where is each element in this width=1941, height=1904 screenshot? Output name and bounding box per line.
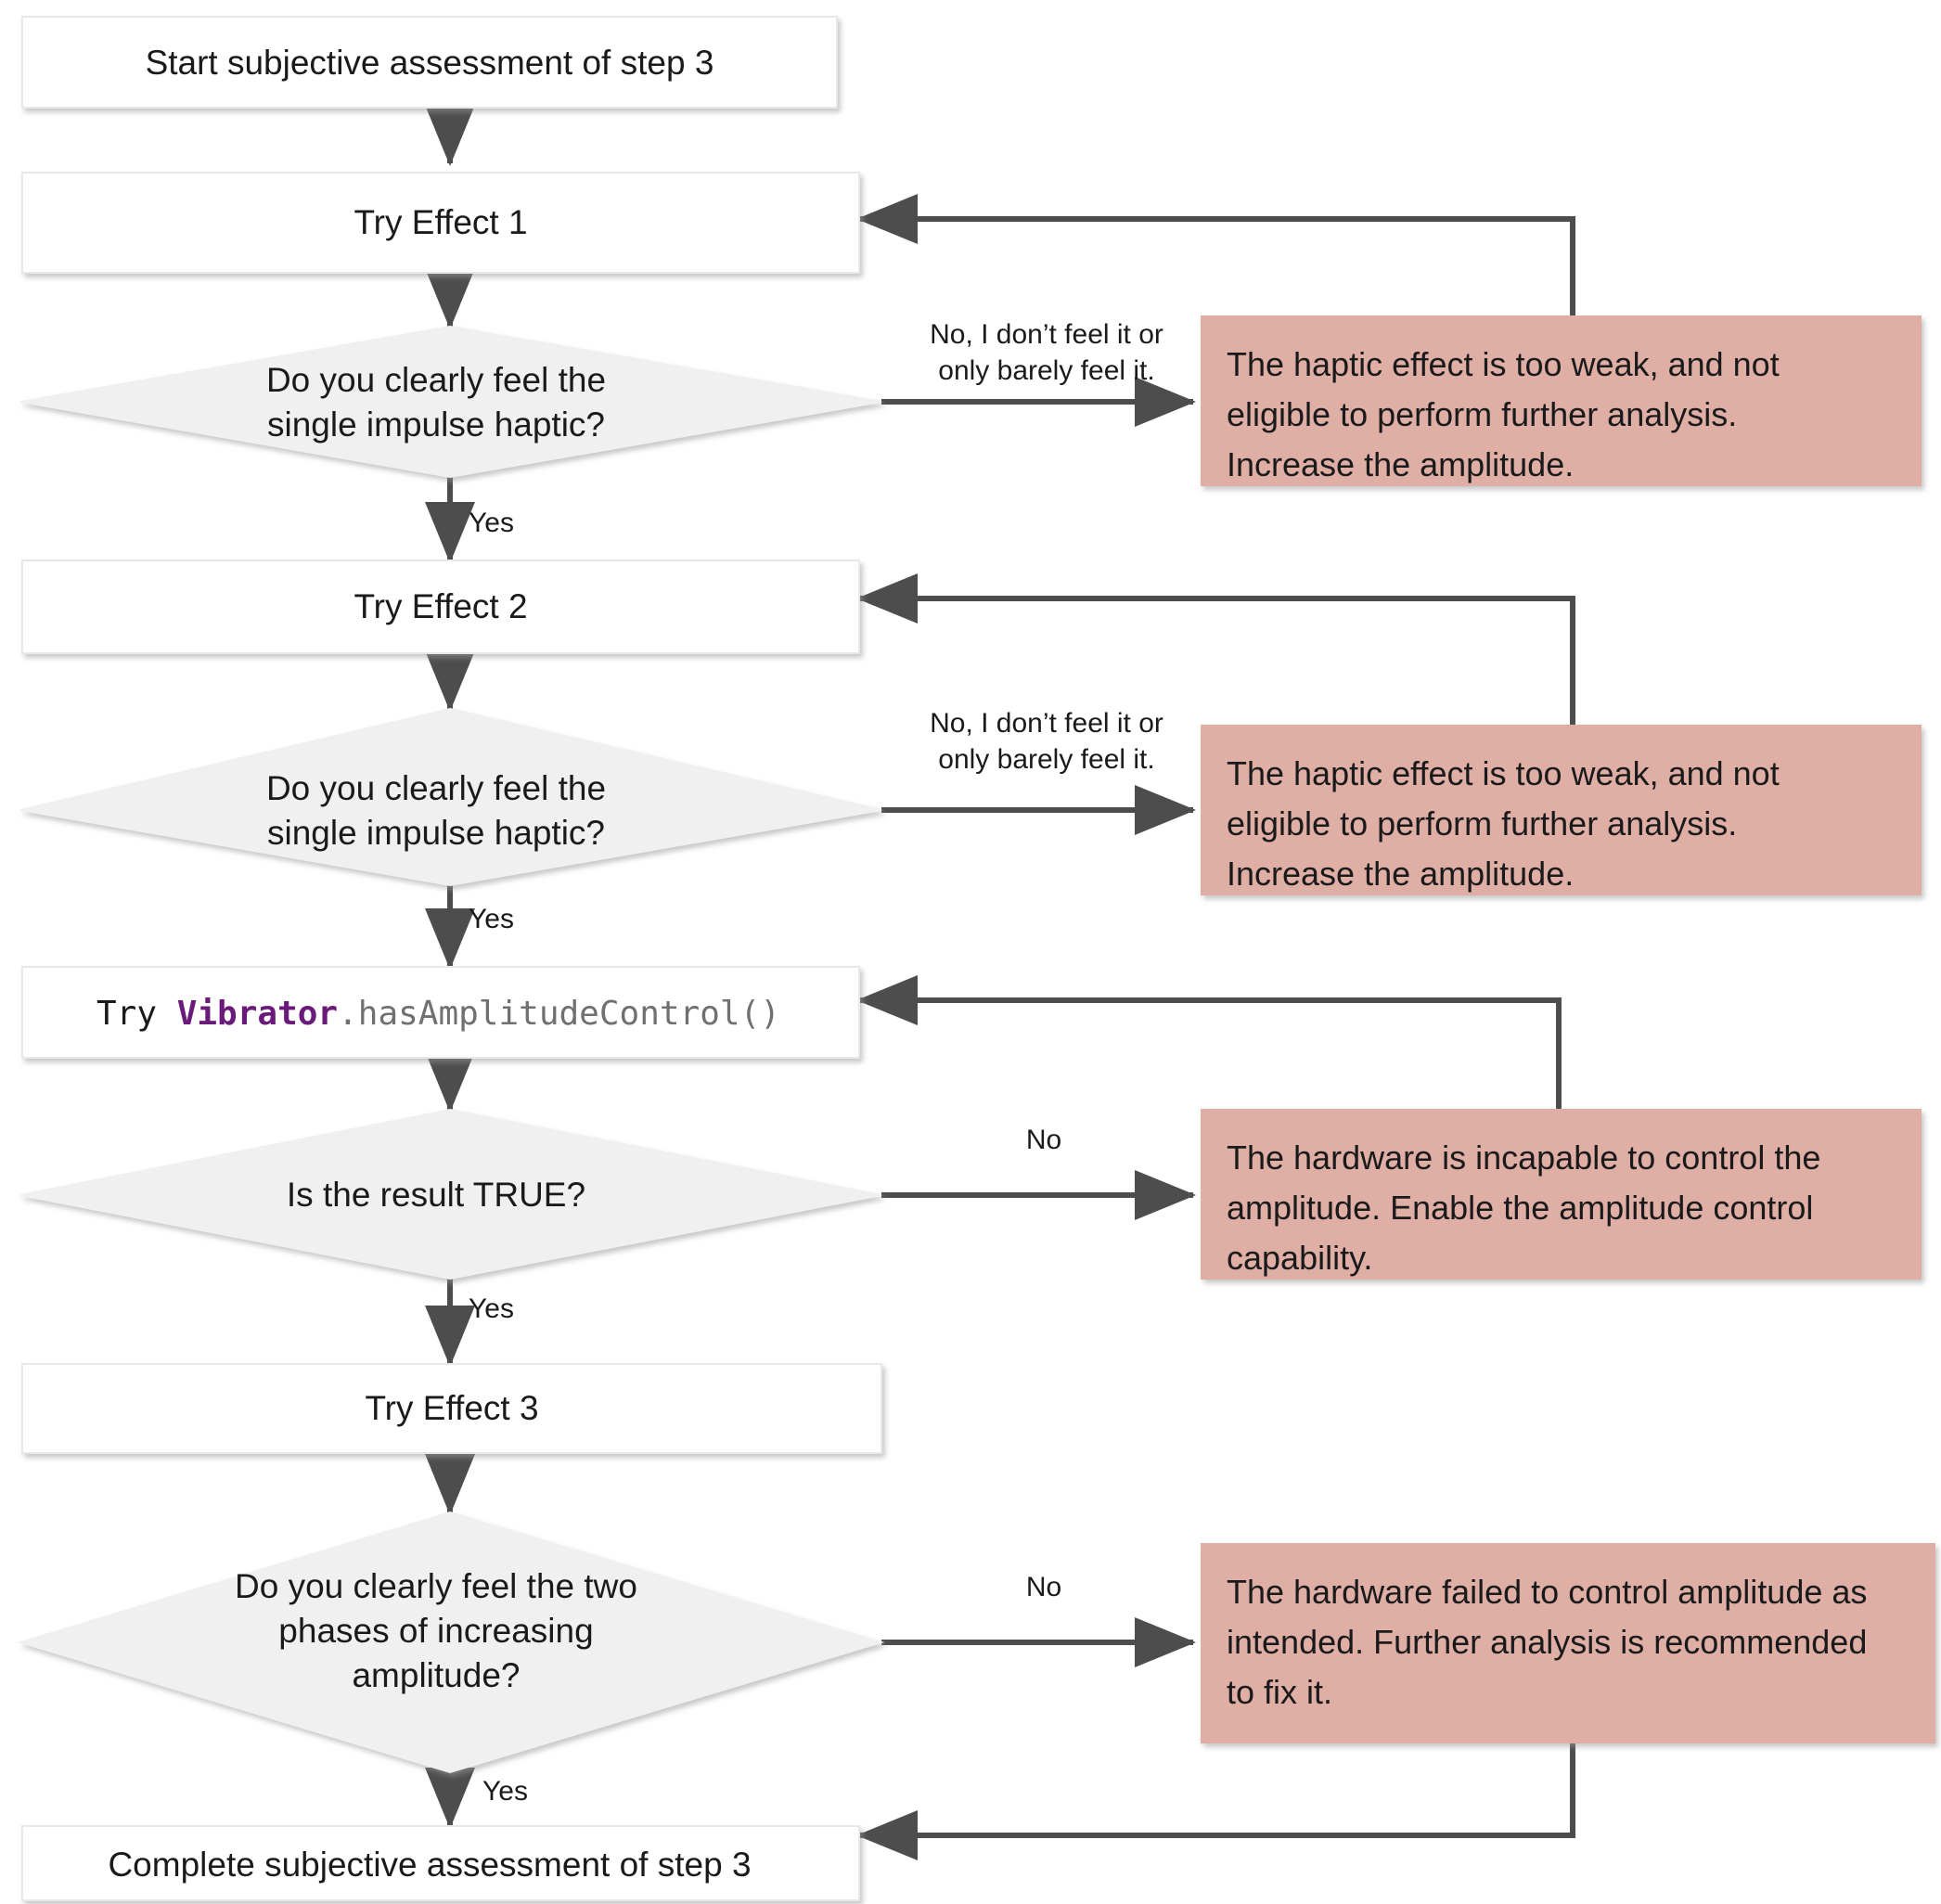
node-note-4[interactable]: The hardware failed to control amplitude… (1201, 1543, 1935, 1743)
node-note-3-line3: capability. (1227, 1239, 1372, 1277)
node-note-3[interactable]: The hardware is incapable to control the… (1201, 1109, 1922, 1280)
node-decision-2-line1: Do you clearly feel the (266, 769, 606, 807)
node-complete-label: Complete subjective assessment of step 3 (108, 1846, 751, 1884)
node-decision-1[interactable]: Do you clearly feel the single impulse h… (19, 325, 882, 479)
node-try-vibrator[interactable]: Try Vibrator.hasAmplitudeControl() (21, 966, 860, 1059)
edge-note1-return-to-effect1 (856, 194, 1575, 316)
edge-label-decision1-yes: Yes (469, 508, 514, 538)
node-note-3-line1: The hardware is incapable to control the (1227, 1139, 1820, 1177)
node-note-2-line3: Increase the amplitude. (1227, 855, 1574, 893)
edge-label-decision4-yes: Yes (482, 1776, 528, 1807)
node-note-1-line1: The haptic effect is too weak, and not (1227, 345, 1780, 383)
edge-label-decision3-yes: Yes (469, 1293, 514, 1324)
node-decision-3[interactable]: Is the result TRUE? (19, 1108, 882, 1280)
edge-label-decision2-no-line1: No, I don’t feel it or (930, 708, 1163, 739)
node-complete[interactable]: Complete subjective assessment of step 3 (21, 1825, 860, 1901)
node-start[interactable]: Start subjective assessment of step 3 (21, 16, 838, 109)
node-note-2-line1: The haptic effect is too weak, and not (1227, 754, 1780, 792)
edge-label-decision3-no: No (1026, 1125, 1061, 1155)
edge-label-decision1-no-line2: only barely feel it. (938, 355, 1154, 386)
node-start-label: Start subjective assessment of step 3 (146, 44, 714, 82)
node-decision-1-line1: Do you clearly feel the (266, 361, 606, 399)
node-note-2-line2: eligible to perform further analysis. (1227, 804, 1737, 843)
node-decision-2[interactable]: Do you clearly feel the single impulse h… (19, 707, 882, 887)
node-note-1-line3: Increase the amplitude. (1227, 445, 1574, 483)
edge-note2-return-to-effect2 (856, 573, 1575, 726)
node-try-vibrator-code: Try Vibrator.hasAmplitudeControl() (96, 995, 780, 1033)
node-note-3-line2: amplitude. Enable the amplitude control (1227, 1189, 1813, 1227)
node-try-effect-2[interactable]: Try Effect 2 (21, 560, 860, 654)
node-try-effect-2-label: Try Effect 2 (353, 587, 527, 625)
node-try-effect-1-label: Try Effect 1 (353, 203, 527, 241)
node-try-effect-1[interactable]: Try Effect 1 (21, 172, 860, 274)
node-note-4-line1: The hardware failed to control amplitude… (1227, 1573, 1867, 1611)
node-note-4-line2: intended. Further analysis is recommende… (1227, 1623, 1867, 1661)
edges-layer (425, 105, 1575, 1860)
node-decision-4-line3: amplitude? (352, 1656, 520, 1694)
node-decision-3-line1: Is the result TRUE? (287, 1176, 585, 1214)
node-note-4-line3: to fix it. (1227, 1673, 1332, 1711)
node-decision-4[interactable]: Do you clearly feel the two phases of in… (17, 1511, 885, 1774)
edge-labels-layer: No, I don’t feel it or only barely feel … (469, 319, 1163, 1807)
node-decision-1-line2: single impulse haptic? (267, 405, 605, 444)
node-note-1-line2: eligible to perform further analysis. (1227, 395, 1737, 433)
node-try-vibrator-prefix: Try (96, 995, 177, 1033)
edge-note3-return-to-vibrator (856, 975, 1562, 1110)
node-note-2[interactable]: The haptic effect is too weak, and not e… (1201, 725, 1922, 895)
edge-label-decision4-no: No (1026, 1572, 1061, 1602)
node-try-effect-3[interactable]: Try Effect 3 (21, 1363, 882, 1454)
node-try-vibrator-suffix: .hasAmplitudeControl() (338, 995, 780, 1033)
node-decision-2-line2: single impulse haptic? (267, 814, 605, 852)
edge-label-decision1-no-line1: No, I don’t feel it or (930, 319, 1163, 350)
node-decision-4-line2: phases of increasing (278, 1612, 593, 1650)
node-try-effect-3-label: Try Effect 3 (365, 1389, 538, 1427)
edge-label-decision2-yes: Yes (469, 904, 514, 934)
node-note-1[interactable]: The haptic effect is too weak, and not e… (1201, 315, 1922, 486)
edge-note4-return-to-complete (856, 1743, 1575, 1860)
edge-label-decision2-no-line2: only barely feel it. (938, 744, 1154, 775)
node-decision-4-line1: Do you clearly feel the two (235, 1567, 637, 1605)
node-try-vibrator-keyword: Vibrator (177, 995, 338, 1033)
